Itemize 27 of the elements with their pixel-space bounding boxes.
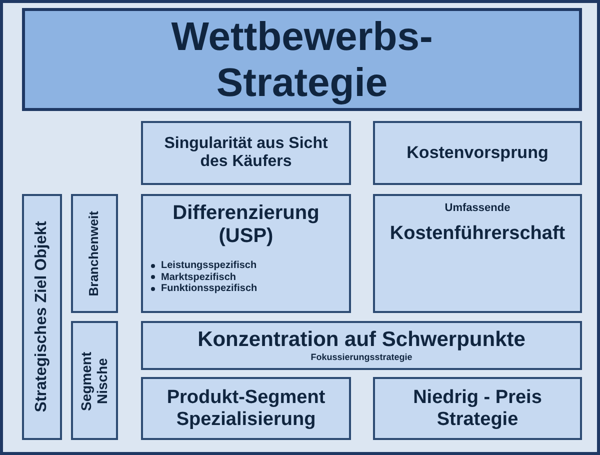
title-text: Wettbewerbs- Strategie: [170, 14, 434, 106]
strategy-box: [141, 377, 351, 440]
bullet-text: Funktionsspezifisch: [161, 283, 258, 294]
strategy-box: [373, 121, 582, 185]
bullet-text: Leistungsspezifisch: [161, 260, 257, 272]
axis-label: Strategisches Ziel Objekt: [32, 221, 51, 413]
box-label: Niedrig - Preis Strategie: [412, 386, 543, 430]
axis-label: Segment Nische: [78, 350, 111, 412]
strategy-box: [141, 321, 582, 370]
bullet-text: Marktspezifisch: [161, 272, 236, 283]
box-label: Kostenvorsprung: [406, 143, 548, 163]
box-heading: Differenzierung (USP): [172, 202, 320, 248]
box-label: Singularität aus Sicht des Käufers: [163, 134, 329, 172]
box-label: Produkt-Segment Spezialisierung: [166, 386, 326, 430]
axis-label: Branchenweit: [87, 210, 102, 296]
box-subheading: Umfassende: [444, 202, 510, 215]
box-heading: Konzentration auf Schwerpunkte: [198, 328, 526, 352]
strategy-box: [141, 121, 351, 185]
axis-label-box: [22, 194, 62, 440]
title-box: [22, 8, 582, 111]
box-heading: Kostenführerschaft: [390, 222, 566, 244]
axis-label-box: [71, 194, 118, 313]
strategy-box: [373, 377, 582, 440]
axis-label-box: [71, 321, 118, 440]
box-subheading: Fokussierungsstrategie: [310, 352, 412, 363]
strategy-box: [373, 194, 582, 313]
strategy-box: [141, 194, 351, 313]
